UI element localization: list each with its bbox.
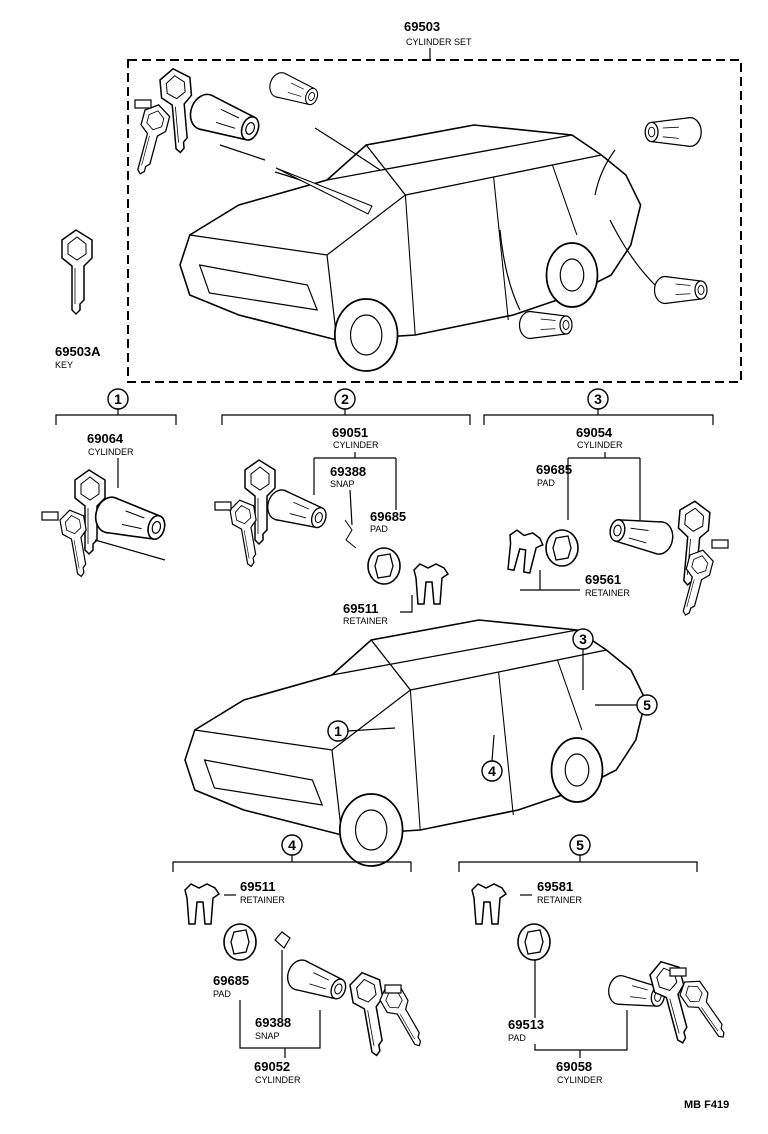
cylinder-set-label: CYLINDER SET [406,37,472,47]
car-callout-3-number: 3 [579,631,587,647]
door-cylinder-top [265,69,322,111]
key-69503a-illustration [61,229,93,315]
cylinder-set-part-no: 69503 [404,19,440,34]
group5-retainer-label: RETAINER [537,895,582,905]
group4-cylinder-part-no: 69052 [254,1059,290,1074]
group3-retainer-label: RETAINER [585,588,630,598]
glove-box-cylinder-top [644,116,702,148]
glove-box-cylinder-69054 [503,499,729,619]
callout-2-number: 2 [341,391,349,407]
group4-pad-part-no: 69685 [213,973,249,988]
group5-retainer-part-no: 69581 [537,879,573,894]
door-cylinder-69052 [184,883,431,1059]
group4-retainer-label: RETAINER [240,895,285,905]
group5-pad-label: PAD [508,1033,526,1043]
group5-pad-part-no: 69513 [508,1017,544,1032]
car-illustration-center [184,619,647,867]
car-illustration-top [179,124,642,372]
group4-cylinder-label: CYLINDER [255,1075,301,1085]
group5-cylinder-part-no: 69058 [556,1059,592,1074]
car-callout-5-number: 5 [643,697,651,713]
group3-pad-part-no: 69685 [536,462,572,477]
ignition-key-set-top [128,66,266,178]
callout-1-number: 1 [114,391,122,407]
group5-cylinder-label: CYLINDER [557,1075,603,1085]
fuel-door-cylinder-top [518,310,573,340]
group4-retainer-part-no: 69511 [240,879,275,894]
key-label: KEY [55,360,73,370]
key-part-no: 69503A [55,344,101,359]
trunk-cylinder-top [653,275,708,305]
callout-5-number: 5 [576,837,584,853]
group3-cylinder-label: CYLINDER [577,440,623,450]
door-cylinder-69051 [214,459,449,605]
callout-3-number: 3 [594,391,602,407]
group2-retainer-part-no: 69511 [343,601,378,616]
group4-pad-label: PAD [213,989,231,999]
group2-cylinder-label: CYLINDER [333,440,379,450]
group3-cylinder-part-no: 69054 [576,425,613,440]
group2-pad-part-no: 69685 [370,509,406,524]
group2-snap-part-no: 69388 [330,464,366,479]
car-callout-1-number: 1 [334,723,342,739]
cylinder-set-box [127,59,742,383]
car-callout-4-number: 4 [488,763,496,779]
group2-pad-label: PAD [370,524,388,534]
callout-4-number: 4 [288,837,296,853]
figure-code: MB F419 [684,1099,729,1111]
group3-retainer-part-no: 69561 [585,572,621,587]
arrow-door [314,127,381,171]
group2-snap-label: SNAP [330,479,355,489]
group1-cylinder-part-no: 69064 [87,431,124,446]
group3-pad-label: PAD [537,478,555,488]
ignition-cylinder-69064 [41,469,170,579]
group1-cylinder-label: CYLINDER [88,447,134,457]
group4-snap-part-no: 69388 [255,1015,291,1030]
group2-cylinder-part-no: 69051 [332,425,368,440]
group2-retainer-label: RETAINER [343,616,388,626]
trunk-cylinder-69058 [471,883,735,1048]
group4-snap-label: SNAP [255,1031,280,1041]
